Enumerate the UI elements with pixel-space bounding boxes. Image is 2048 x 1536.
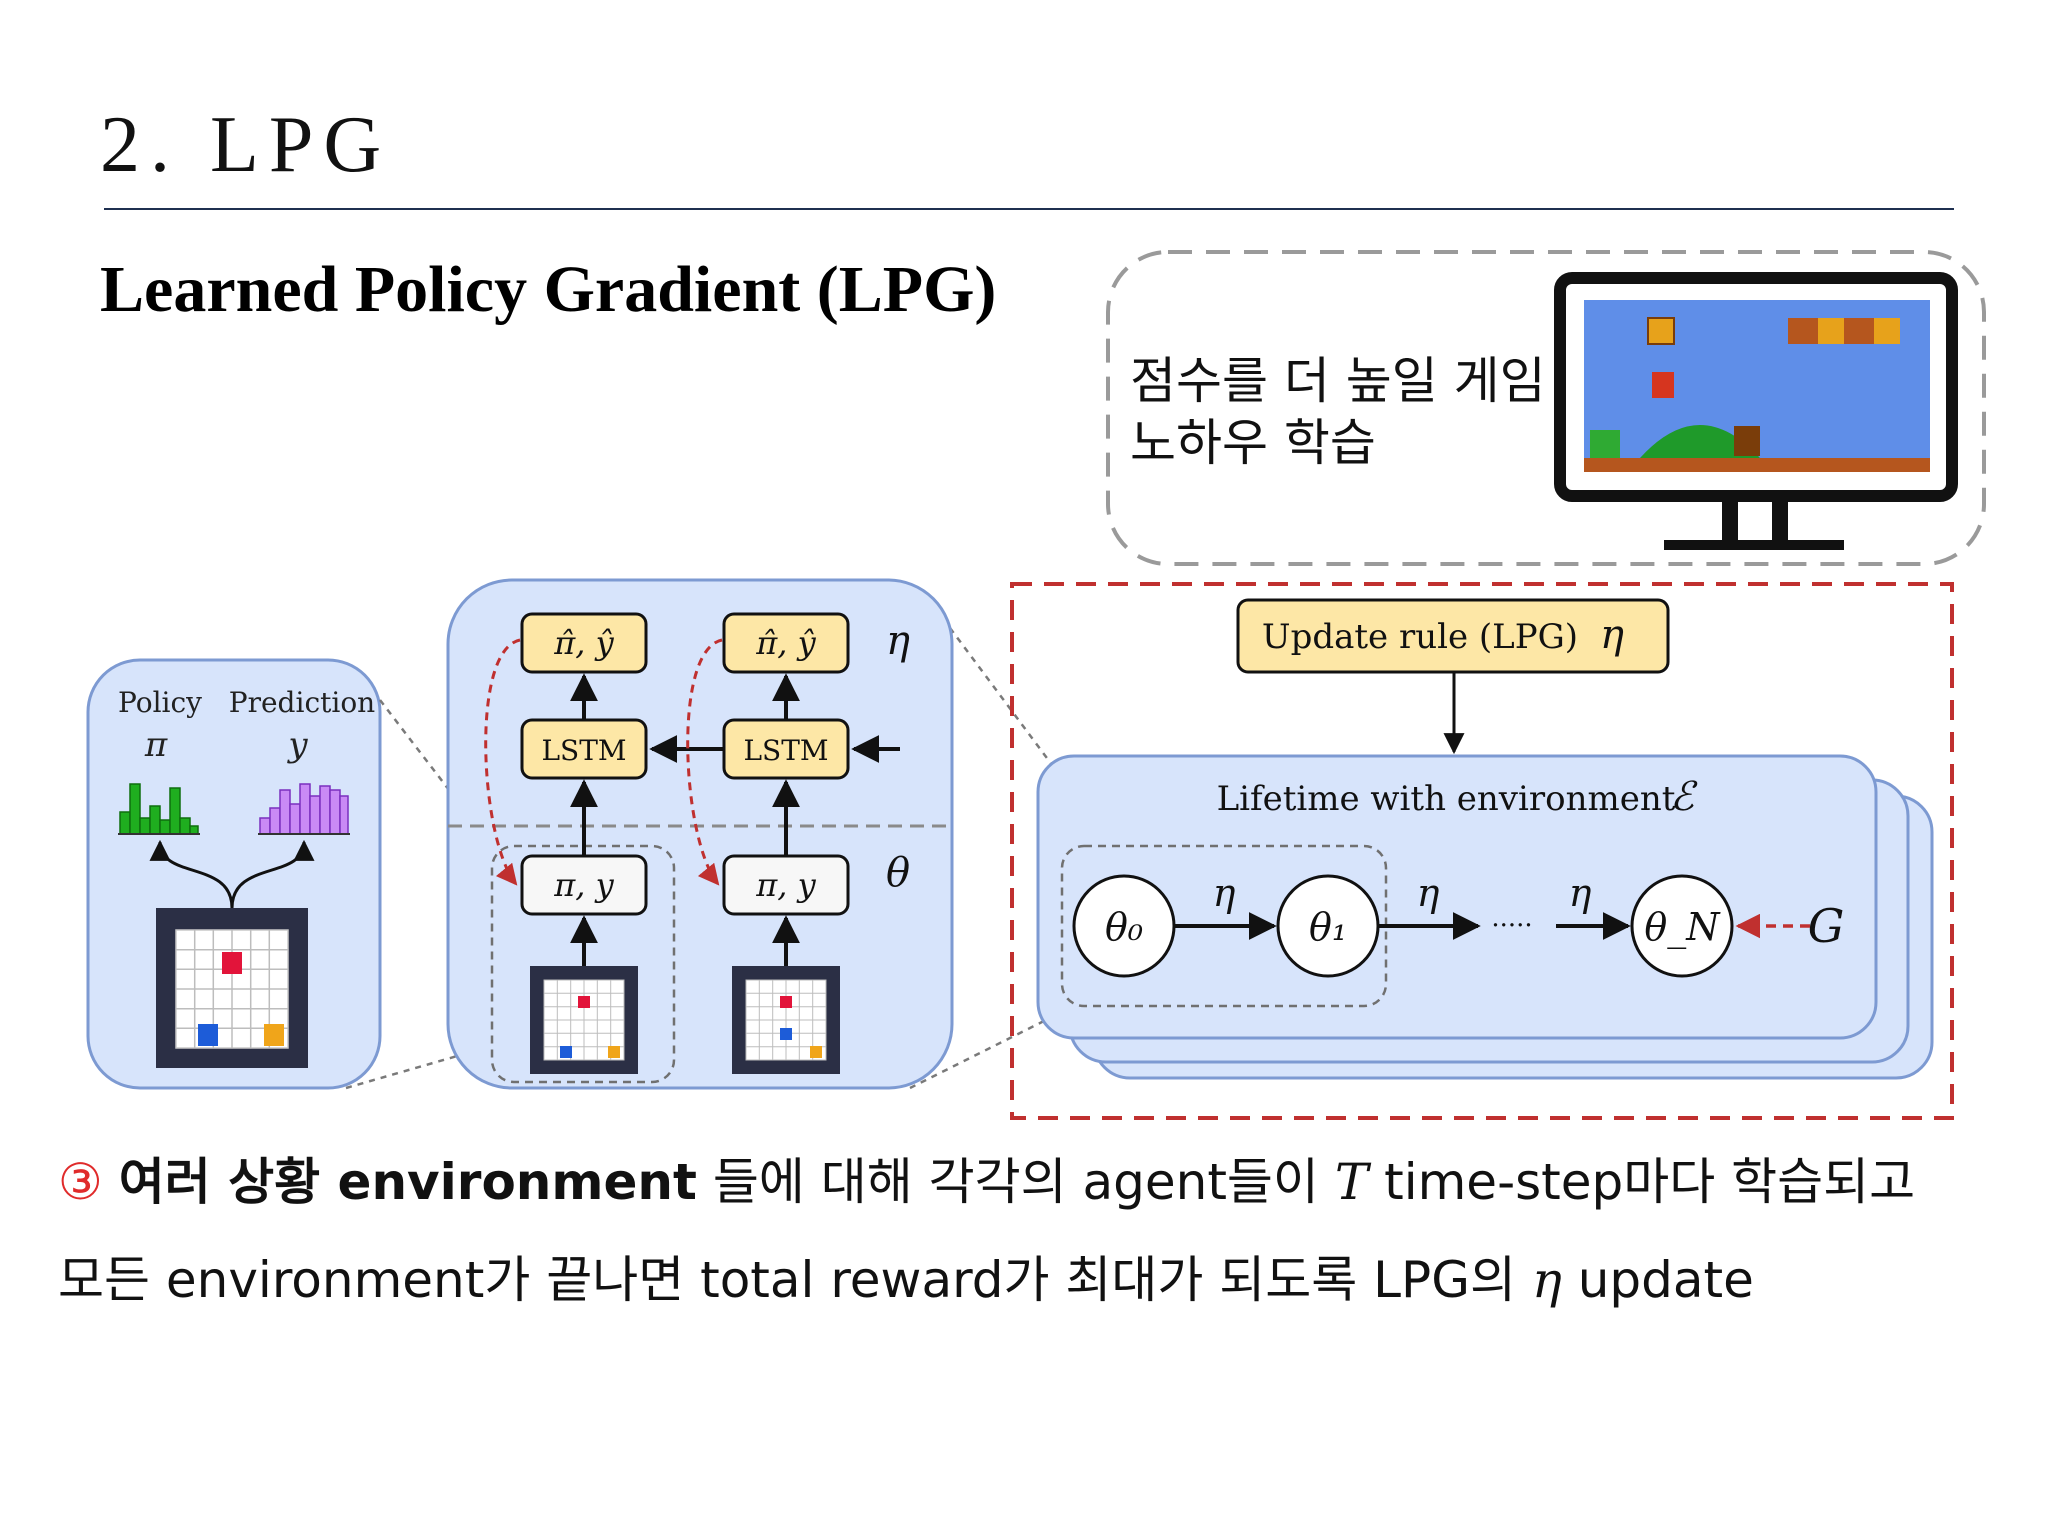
policy-symbol: π (144, 725, 168, 765)
math-eta: η (1531, 1251, 1562, 1309)
grid-world-icon (732, 966, 840, 1074)
title-divider (104, 208, 1954, 210)
agent-output-panel: Policy π Prediction y (86, 658, 382, 1090)
ellipsis: ····· (1491, 911, 1532, 941)
theta-n-node: θ_N (1644, 905, 1721, 950)
theta-0-node: θ₀ (1105, 905, 1143, 949)
circled-number-3: ③ (58, 1153, 103, 1211)
return-g: G (1808, 899, 1845, 953)
eta-label: η (886, 618, 910, 664)
line2-text-a: 모든 environment가 끝나면 total reward가 최대가 되도… (58, 1251, 1516, 1309)
grid-world-icon (530, 966, 638, 1074)
callout-line-1: 점수를 더 높일 게임 (1130, 352, 1546, 410)
prediction-label: Prediction (229, 686, 375, 719)
monitor-icon (1554, 272, 1958, 550)
eta-edge-3: η (1569, 871, 1592, 915)
slide-title: 2. LPG (100, 101, 392, 189)
theta-1-node: θ₁ (1309, 905, 1347, 949)
lifetime-env-symbol: ℰ (1670, 774, 1698, 820)
game-callout: 점수를 더 높일 게임 노하우 학습 (1106, 250, 1986, 566)
callout-line-2: 노하우 학습 (1130, 414, 1376, 472)
body-text-line-1: ③ 여러 상황 environment 들에 대해 각각의 agent들이 T … (58, 1142, 1915, 1214)
section-title: Learned Policy Gradient (LPG) (100, 253, 997, 326)
lifetime-panel: Update rule (LPG) η Lifetime with enviro… (1010, 582, 1954, 1120)
update-rule-label: Update rule (LPG) (1262, 617, 1578, 657)
policy-histogram-icon (118, 783, 200, 835)
meta-output-2: π̂, ŷ (755, 624, 816, 662)
agent-output-2: π, y (755, 866, 816, 904)
line2-text-b: update (1577, 1251, 1754, 1309)
policy-label: Policy (118, 686, 202, 719)
grid-world-icon (156, 908, 308, 1068)
body-text-line-2: 모든 environment가 끝나면 total reward가 최대가 되도… (58, 1240, 1754, 1312)
line1-text-b: time-step마다 학습되고 (1384, 1153, 1916, 1211)
prediction-symbol: y (286, 725, 308, 765)
lstm-label-1: LSTM (541, 734, 626, 767)
eta-edge-1: η (1213, 871, 1236, 915)
lifetime-label: Lifetime with environment (1217, 779, 1676, 819)
math-t: T (1334, 1153, 1369, 1211)
bold-phrase: 여러 상황 environment (118, 1153, 697, 1211)
agent-output-1: π, y (553, 866, 614, 904)
prediction-histogram-icon (258, 783, 350, 835)
line1-text-a: 들에 대해 각각의 agent들이 (712, 1153, 1319, 1211)
eta-edge-2: η (1417, 871, 1440, 915)
lstm-label-2: LSTM (743, 734, 828, 767)
meta-output-1: π̂, ŷ (553, 624, 614, 662)
update-rule-eta: η (1600, 612, 1624, 658)
meta-network-panel: π̂, ŷ LSTM π, y π̂, ŷ LSTM π, y η θ (446, 578, 954, 1090)
theta-label: θ (886, 850, 910, 896)
